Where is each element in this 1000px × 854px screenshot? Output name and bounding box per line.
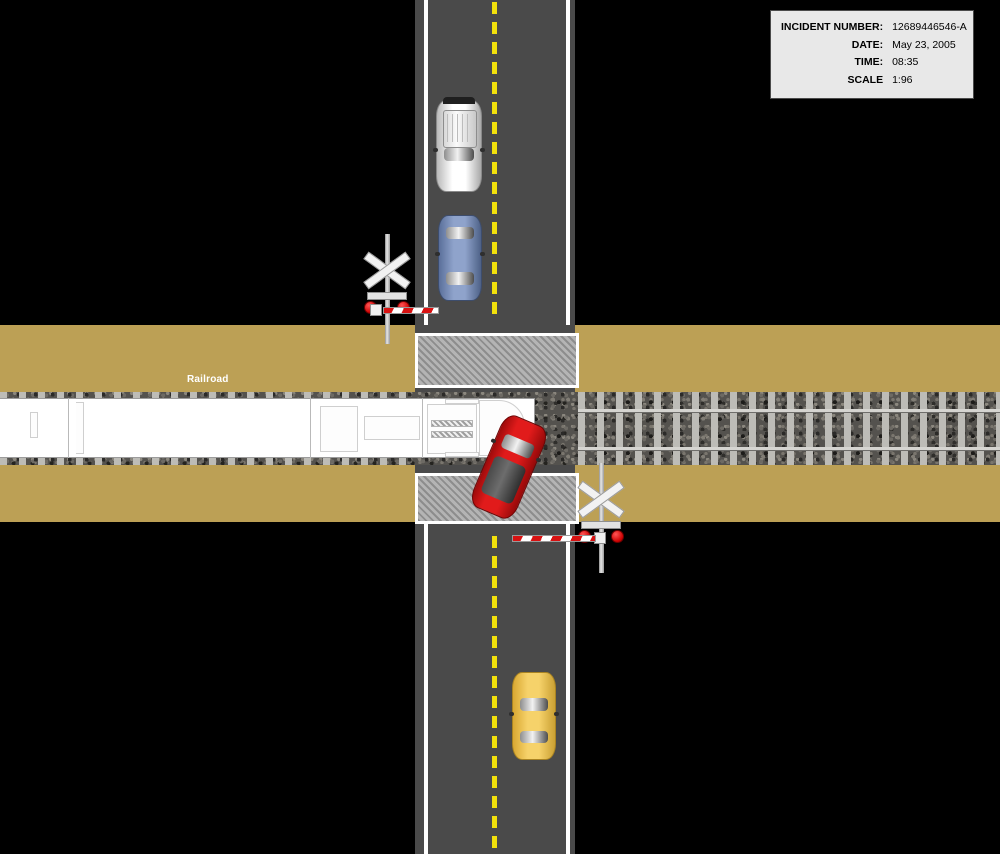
incident-info-table: INCIDENT NUMBER: 12689446546-A DATE: May… [781,19,967,89]
railroad-label: Railroad [187,374,229,385]
info-value-scale: 1:96 [892,73,913,86]
info-label-incident-number: INCIDENT NUMBER: [781,21,884,33]
crossbuck-sign [573,477,629,521]
crossbuck-sign [359,248,415,292]
crossing-gate-arm-south [512,535,596,542]
signal-lamp-bar [581,521,621,529]
railroad-ties-east [578,392,1000,465]
crossing-signal-north [355,234,419,344]
signal-lamp-right [611,530,624,543]
windshield [446,272,474,285]
gate-counterweight-north [370,304,382,316]
train-locomotive [0,398,535,458]
info-row-time: TIME: 08:35 [781,54,967,72]
vehicle-yellow-sedan [509,672,559,760]
signal-mast [385,234,390,344]
info-label-date: DATE: [851,38,884,51]
rear-window [446,227,474,239]
windshield [444,148,474,161]
vehicle-blue-sedan [435,215,485,301]
rail-north [578,409,1000,412]
rail-south [578,447,1000,450]
crossing-pad-north [415,333,579,388]
info-value-incident-number: 12689446546-A [892,21,967,33]
crossing-gate-arm-north [383,307,439,314]
rear-window [520,731,548,743]
windshield [520,698,548,711]
info-row-incident-number: INCIDENT NUMBER: 12689446546-A [781,19,967,37]
crossing-signal-south [569,463,633,573]
info-row-scale: SCALE 1:96 [781,72,967,90]
vehicle-white-pickup-truck [433,97,485,192]
incident-info-box: INCIDENT NUMBER: 12689446546-A DATE: May… [770,10,974,100]
signal-mast [599,463,604,573]
info-value-time: 08:35 [892,56,919,69]
info-label-scale: SCALE [847,73,884,86]
info-row-date: DATE: May 23, 2005 [781,37,967,55]
info-label-time: TIME: [854,56,884,69]
info-value-date: May 23, 2005 [892,38,956,51]
signal-lamp-bar [367,292,407,300]
